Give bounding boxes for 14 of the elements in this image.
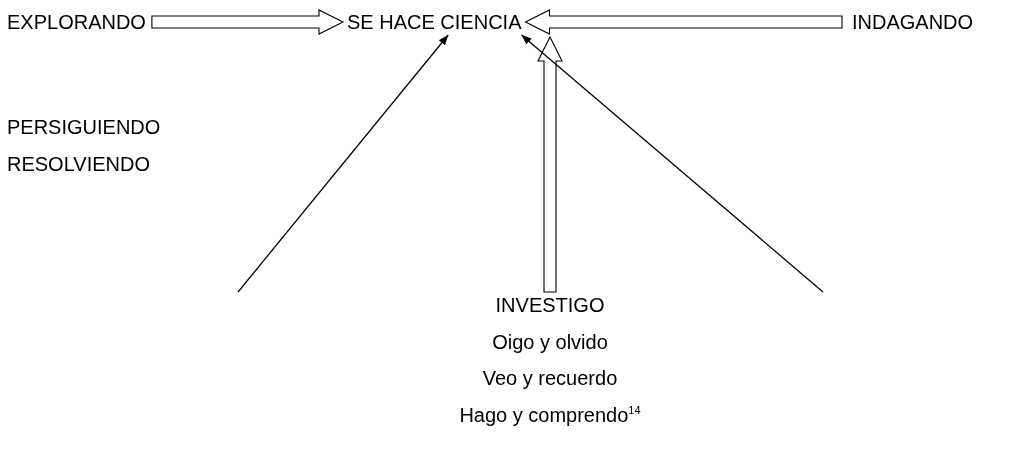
concept-label: EXPLORANDO [7,11,146,33]
arrow [237,34,449,293]
heading-label: INVESTIGO [495,294,605,316]
arrow [520,34,824,293]
text-label: PERSIGUIENDO [7,116,161,138]
text-line: Veo y recuerdo [482,367,618,389]
text-label: RESOLVIENDO [7,153,150,175]
block-arrow [537,35,563,293]
block-arrow [151,9,345,35]
block-arrow [524,9,843,35]
concept-label: INDAGANDO [852,11,974,33]
text-line: Oigo y olvido [492,330,608,353]
central-concept-label: SE HACE CIENCIA [347,11,522,33]
text-line: Hago y comprendo$^{14}$ [459,403,641,426]
